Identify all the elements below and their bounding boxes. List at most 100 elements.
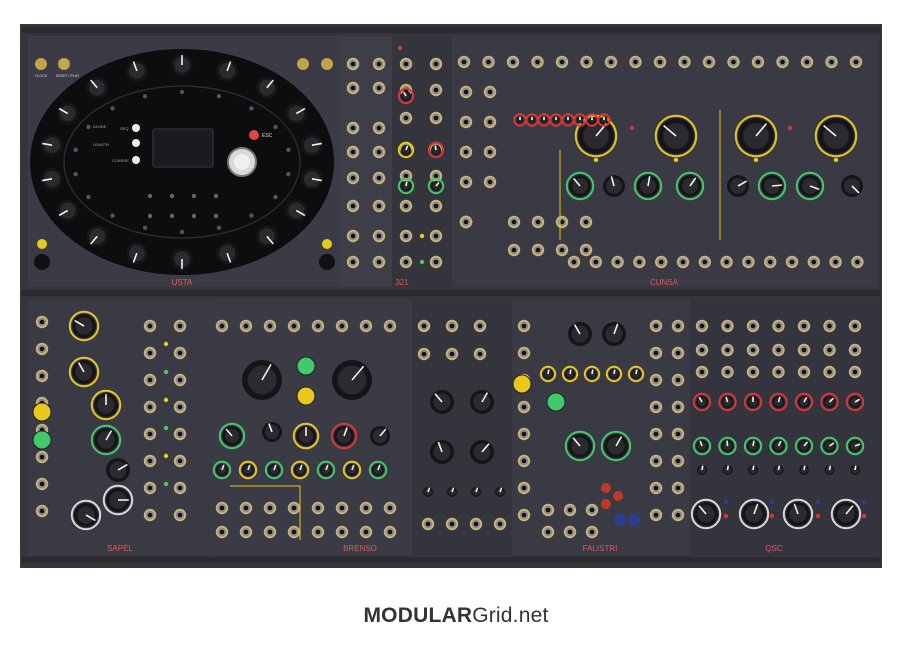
- usta-left-jack[interactable]: [34, 254, 50, 270]
- cunsa-bottom-jack-5-hole: [680, 259, 686, 265]
- brenso-row-jack-0-hole: [219, 505, 225, 511]
- brenso-yellow-button[interactable]: [296, 386, 316, 406]
- cunsa-top-jack-6-hole: [608, 59, 614, 65]
- usta-clock-jack-label: CLOCK: [35, 74, 48, 78]
- falistri-small-knob-0-ring: [539, 365, 557, 383]
- qsc-top-jack-0-4-hole: [801, 323, 807, 329]
- qsc-red-led-1: [769, 513, 775, 519]
- brenso-mid-knob-1-ring: [218, 422, 246, 450]
- falistri-blue-cluster-1[interactable]: [628, 514, 640, 526]
- sapel-knob-2-ring: [68, 356, 100, 388]
- sapel-right-jack-7-hole: [177, 512, 183, 518]
- usta-coarse-button[interactable]: [132, 156, 140, 164]
- cunsa-left-jack-a-0-hole: [463, 89, 469, 95]
- sapel-name: SAPÉL: [107, 544, 133, 553]
- brenso-mid-knob-2-pointer: [268, 423, 273, 433]
- falistri-red-cluster-0[interactable]: [601, 483, 611, 493]
- qsc-green-knob-1-ring: [718, 436, 737, 456]
- m321-jack-r-0-hole: [376, 61, 382, 67]
- m321-b-jack-l-7-hole: [403, 259, 409, 265]
- usta-all-button[interactable]: [132, 139, 140, 147]
- m321-jacks: [346, 45, 445, 269]
- brenso-bottom-jack-6-hole: [363, 529, 369, 535]
- m321-jack-r-5-hole: [376, 203, 382, 209]
- cunsa-big-knob-4-ring: [814, 114, 858, 158]
- cunsa-row-jack-0-hole: [511, 219, 517, 225]
- usta-track-led-b-1: [147, 213, 153, 219]
- brenso-green-button[interactable]: [296, 356, 316, 376]
- cunsa-top-jack-2-hole: [510, 59, 516, 65]
- m321-name: 321: [395, 278, 409, 287]
- brenso-row-jack-1-hole: [243, 505, 249, 511]
- usta-esc-button[interactable]: [249, 130, 259, 140]
- qsc-small-knob-5-pointer: [828, 465, 832, 471]
- qsc-red-knob-6-pointer: [854, 398, 861, 403]
- sapel-yellow-button[interactable]: [32, 402, 52, 422]
- falistri-bottom2-jack-1-hole: [567, 529, 573, 535]
- usta-right-jack[interactable]: [319, 254, 335, 270]
- usta-stage-knob-14-pointer: [42, 178, 53, 182]
- falistri-right-jack-a-3-hole: [653, 404, 659, 410]
- qsc-green-knob-4-pointer: [803, 441, 809, 447]
- usta-seq-button[interactable]: [132, 124, 140, 132]
- usta-right-button[interactable]: [322, 239, 332, 249]
- m321-jack-r-7-hole: [376, 259, 382, 265]
- falistri-small-knob-1-pointer: [569, 369, 572, 375]
- cunsa-row2-jack-2-hole: [559, 247, 565, 253]
- falistri-blue-cluster-0[interactable]: [614, 514, 626, 526]
- cunsa-mid-knob-5-pointer: [737, 180, 747, 187]
- sapel-mid-jack-7-hole: [147, 512, 153, 518]
- qsc-mid-jack-3-hole: [776, 369, 781, 375]
- m321-knob-4-ring: [427, 141, 445, 159]
- cunsa-led-6: [833, 157, 839, 163]
- qsc-green-knob-4-ring: [794, 436, 814, 456]
- watermark-bold: MODULAR: [363, 604, 473, 627]
- brenso-sub-small-knob-1-pointer: [451, 487, 455, 493]
- usta-top-jack-2[interactable]: [321, 58, 333, 70]
- qsc-top-jack-1-5-hole: [827, 347, 832, 353]
- falistri-right-jack-b-1-hole: [675, 350, 681, 356]
- brenso-small-knob-0-ring: [212, 460, 232, 480]
- falistri-panel: [512, 299, 690, 555]
- cunsa-mid-knob-1-pointer: [573, 177, 581, 187]
- usta-stage-led-12: [110, 213, 115, 218]
- qsc-red-led-0: [723, 513, 729, 519]
- falistri-red-cluster-2[interactable]: [601, 499, 611, 509]
- brenso-sub-small-knob-3-pointer: [499, 487, 503, 493]
- brenso-sub-knob-1-pointer: [434, 393, 443, 403]
- cunsa-led-2: [787, 125, 793, 131]
- sapel-left-jack-7-hole: [39, 508, 45, 514]
- usta-left-button[interactable]: [37, 239, 47, 249]
- usta-top-jack-1[interactable]: [297, 58, 309, 70]
- usta-clock-jack[interactable]: [35, 58, 47, 70]
- falistri-red-cluster-1[interactable]: [613, 491, 623, 501]
- usta-track-led-1: [147, 193, 153, 199]
- falistri-green-button[interactable]: [546, 392, 566, 412]
- usta-reset-jack-label: RESET / PLAY: [56, 74, 80, 78]
- qsc-small-knob-2-pointer: [752, 465, 755, 471]
- falistri-knob-2-pointer: [613, 323, 619, 335]
- sapel-right-jack-0-hole: [177, 323, 183, 329]
- brenso-top-jack-2-hole: [267, 323, 273, 329]
- falistri-yellow-button[interactable]: [512, 374, 532, 394]
- usta-reset-jack[interactable]: [58, 58, 70, 70]
- sapel-left-jack-1-hole: [39, 346, 45, 352]
- m321-jack-l-4-hole: [350, 175, 356, 181]
- falistri-right-jack-b-6-hole: [675, 485, 681, 491]
- brenso-sub-top-jack-0-hole: [421, 323, 427, 329]
- usta-divide-label: DIVIDE: [93, 124, 107, 129]
- brenso-top-jack-7-hole: [387, 323, 393, 329]
- cunsa-left-jack-b-0-hole: [487, 89, 493, 95]
- cunsa-big-knob-2-pointer: [663, 124, 677, 137]
- sapel-green-button[interactable]: [32, 430, 52, 450]
- falistri-small-knob-3-pointer: [613, 369, 616, 375]
- qsc-big-knob-3-pointer: [793, 503, 799, 515]
- falistri-right-jack-a-6-hole: [653, 485, 659, 491]
- usta-stage-led-11: [142, 225, 148, 230]
- m321-knob-5-ring: [427, 177, 445, 195]
- qsc-controls: [690, 319, 867, 530]
- cunsa-bottom-jack-10-hole: [789, 259, 795, 265]
- module-falistri: FALISTRI: [512, 299, 690, 555]
- usta-stage-knob-8-pointer: [266, 235, 274, 245]
- qsc-big-knob-1-ring: [690, 498, 722, 530]
